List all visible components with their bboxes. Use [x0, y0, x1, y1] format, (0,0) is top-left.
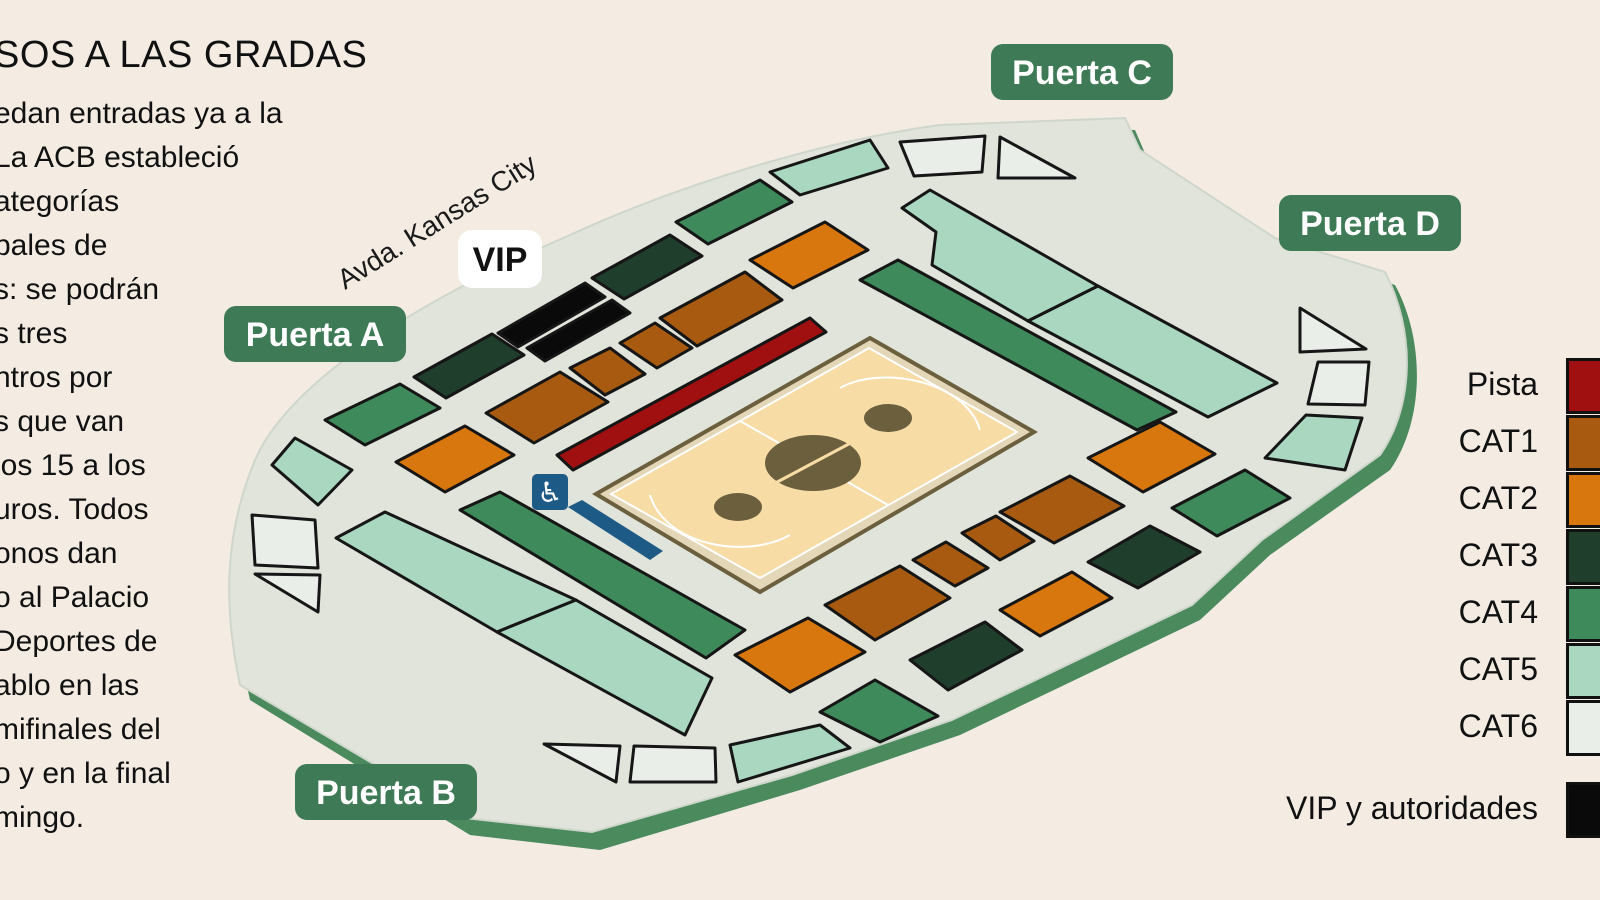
section-cat5[interactable]	[1263, 413, 1364, 472]
section-cat1[interactable]	[568, 346, 647, 397]
legend-item: Pista	[1200, 358, 1600, 416]
section-cat5[interactable]	[495, 598, 714, 737]
gate-c[interactable]: Puerta C	[991, 44, 1173, 100]
legend-item: CAT1	[1200, 415, 1600, 473]
section-cat2[interactable]	[1086, 420, 1217, 494]
page-title: SOS A LAS GRADAS	[0, 34, 368, 76]
intro-line: o y en la final	[0, 757, 171, 790]
legend-label: CAT4	[1458, 594, 1538, 630]
legend-item: CAT5	[1200, 643, 1600, 701]
intro-line: uros. Todos	[0, 493, 149, 526]
intro-line: s: se podrán	[0, 273, 160, 306]
legend-swatch	[1566, 782, 1600, 838]
section-cat4[interactable]	[1170, 468, 1292, 538]
section-cat6[interactable]	[996, 135, 1077, 180]
section-cat3[interactable]	[590, 233, 704, 301]
section-cat5[interactable]	[768, 138, 890, 197]
legend-label: VIP y autoridades	[1285, 790, 1538, 826]
section-cat3[interactable]	[412, 332, 526, 400]
legend-item: CAT6	[1200, 700, 1600, 758]
intro-line: ablo en las	[0, 669, 140, 702]
key-circle	[714, 493, 762, 521]
section-cat4[interactable]	[323, 382, 442, 447]
section-cat6[interactable]	[898, 134, 987, 178]
wheelchair-icon	[532, 474, 568, 510]
intro-line: mifinales del	[0, 713, 161, 746]
section-cat4[interactable]	[674, 178, 794, 246]
legend-label: CAT2	[1458, 480, 1538, 516]
section-cat4[interactable]	[858, 258, 1178, 432]
legend-swatch	[1566, 643, 1600, 699]
legend-swatch	[1566, 358, 1600, 414]
intro-text: edan entradas ya a la La ACB estableció …	[0, 92, 283, 840]
intro-line: pales de	[0, 229, 108, 262]
section-cat3[interactable]	[1086, 524, 1202, 590]
section-cat6[interactable]	[250, 513, 320, 570]
legend-label: Pista	[1466, 366, 1538, 402]
section-cat1[interactable]	[911, 540, 990, 588]
section-cat4[interactable]	[458, 490, 747, 660]
section-cat1[interactable]	[823, 564, 952, 642]
section-cat3[interactable]	[908, 620, 1024, 692]
intro-line: s que van	[0, 405, 125, 438]
section-cat6[interactable]	[542, 742, 622, 784]
legend-swatch	[1566, 529, 1600, 585]
section-cat1[interactable]	[618, 321, 694, 370]
section-cat1[interactable]	[484, 370, 610, 445]
section-cat6[interactable]	[1298, 306, 1368, 354]
intro-line: La ACB estableció	[0, 141, 240, 174]
legend-swatch	[1566, 700, 1600, 756]
intro-line: s tres	[0, 317, 68, 350]
gate-a[interactable]: Puerta A	[224, 306, 406, 362]
intro-line: o al Palacio	[0, 581, 150, 614]
section-cat5[interactable]	[1026, 284, 1279, 419]
section-cat1[interactable]	[960, 514, 1036, 562]
section-vip[interactable]	[525, 298, 632, 363]
intro-line: Deportes de	[0, 625, 158, 658]
intro-line: ntros por	[0, 361, 113, 394]
section-cat6[interactable]	[628, 744, 718, 784]
accessible-area	[568, 500, 663, 560]
legend-item: CAT2	[1200, 472, 1600, 530]
legend-item-vip: VIP y autoridades	[1200, 782, 1600, 840]
legend-item: CAT3	[1200, 529, 1600, 587]
svg-text:VIP: VIP	[473, 241, 528, 279]
gate-d[interactable]: Puerta D	[1279, 195, 1461, 251]
gate-b[interactable]: Puerta B	[295, 764, 477, 820]
intro-line: onos dan	[0, 537, 118, 570]
legend-item: CAT4	[1200, 586, 1600, 644]
legend-label: CAT5	[1458, 651, 1538, 687]
section-cat6[interactable]	[1306, 360, 1371, 407]
section-cat2[interactable]	[733, 616, 867, 694]
legend-label: CAT1	[1458, 423, 1538, 459]
legend-swatch	[1566, 586, 1600, 642]
section-vip[interactable]	[496, 281, 607, 349]
intro-line: mingo.	[0, 801, 85, 834]
legend-swatch	[1566, 472, 1600, 528]
section-cat5[interactable]	[728, 723, 852, 784]
key-circle	[864, 404, 912, 432]
intro-line: los 15 a los	[0, 449, 146, 482]
section-cat1[interactable]	[998, 474, 1126, 545]
section-cat2[interactable]	[998, 570, 1114, 638]
svg-text:Puerta A: Puerta A	[246, 316, 385, 354]
intro-line: edan entradas ya a la	[0, 97, 283, 130]
legend-swatch	[1566, 415, 1600, 471]
svg-text:♿: ♿	[537, 476, 562, 509]
vip-tag: VIP	[458, 230, 542, 288]
section-cat4[interactable]	[818, 678, 940, 744]
section-cat1[interactable]	[658, 270, 784, 348]
svg-text:Puerta C: Puerta C	[1012, 54, 1152, 92]
svg-text:Puerta B: Puerta B	[316, 774, 456, 812]
legend-label: CAT6	[1458, 708, 1538, 744]
section-cat6[interactable]	[253, 572, 322, 614]
section-cat2[interactable]	[394, 424, 516, 494]
intro-line: ategorías	[0, 185, 120, 218]
section-cat2[interactable]	[748, 220, 870, 290]
svg-text:Puerta D: Puerta D	[1300, 205, 1440, 243]
section-cat5[interactable]	[270, 436, 354, 507]
legend-label: CAT3	[1458, 537, 1538, 573]
section-pista[interactable]	[555, 316, 828, 472]
